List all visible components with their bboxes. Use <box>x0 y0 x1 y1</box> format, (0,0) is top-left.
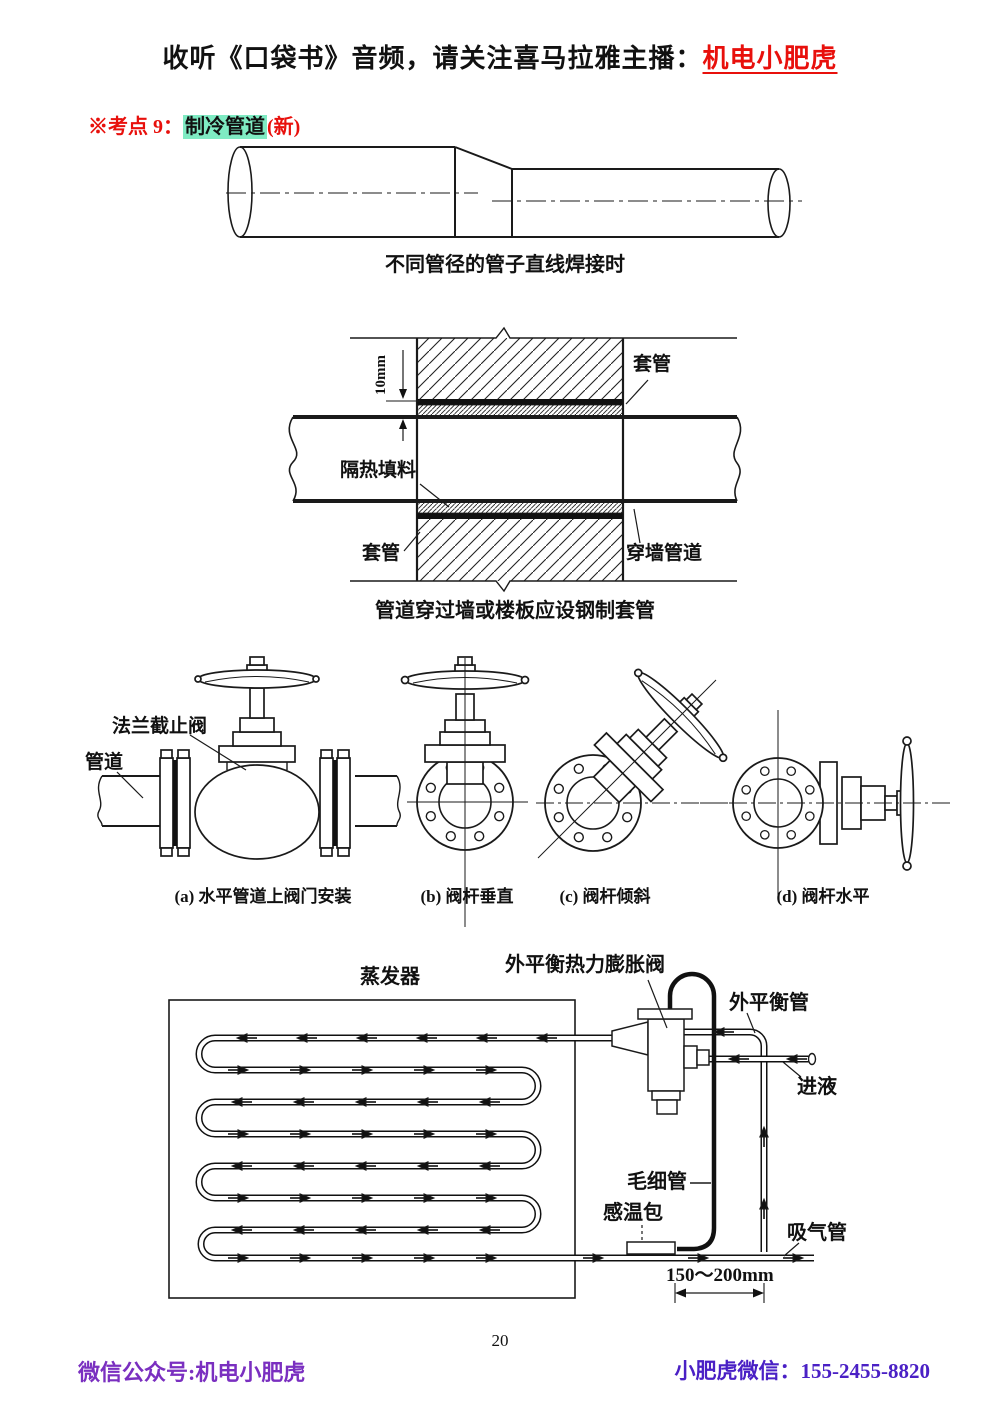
suction-pipe-label: 吸气管 <box>787 1222 847 1244</box>
expansion-valve <box>611 1008 710 1115</box>
capillary-tube <box>667 971 717 1252</box>
serpentine-coil <box>195 1034 814 1262</box>
pipe-label: 管道 <box>85 752 124 773</box>
valve-d-caption: (d) 阀杆水平 <box>776 887 870 906</box>
valve-a-horizontal <box>97 656 401 860</box>
dimension-150-200 <box>674 1283 765 1303</box>
section-topic-highlight: 制冷管道 <box>183 115 267 139</box>
valve-b-vertical <box>400 656 530 927</box>
page-header: 收听《口袋书》音频，请关注喜马拉雅主播：机电小肥虎 <box>0 38 1000 75</box>
figure2-pipe <box>288 415 742 503</box>
valve-c-caption: (c) 阀杆倾斜 <box>559 887 651 906</box>
valve-c-inclined <box>536 668 748 859</box>
expansion-valve-label: 外平衡热力膨胀阀 <box>505 954 665 976</box>
dimension-150-200-label: 150～200mm <box>666 1265 774 1286</box>
sensor-bulb <box>626 1241 676 1255</box>
footer-wechat-number-label: 小肥虎微信： <box>674 1359 801 1383</box>
section-heading: ※考点 9：制冷管道(新) <box>88 110 300 139</box>
footer-phone-number: 155-2455-8820 <box>800 1359 931 1383</box>
page-number: 20 <box>491 1331 509 1350</box>
valve-b-caption: (b) 阀杆垂直 <box>420 887 514 906</box>
capillary-label: 毛细管 <box>627 1171 687 1193</box>
footer-wechat-account: 微信公众号:机电小肥虎 <box>78 1360 306 1385</box>
figure4-leaders <box>641 979 802 1257</box>
footer-wechat-number: 小肥虎微信：155-2455-8820 <box>600 1355 931 1385</box>
valve-a-caption: (a) 水平管道上阀门安装 <box>174 887 352 906</box>
figure1-drawing <box>226 146 802 238</box>
figure4-drawing <box>168 971 817 1303</box>
section-new-tag: (新) <box>267 116 301 138</box>
liquid-in-label: 进液 <box>797 1076 837 1098</box>
figure2-dimension-10mm <box>386 350 420 441</box>
header-text: 收听《口袋书》音频，请关注喜马拉雅主播： <box>162 44 703 73</box>
figure2-drawing <box>288 326 742 593</box>
figure2-caption: 管道穿过墙或楼板应设钢制套管 <box>375 600 655 622</box>
sensor-bulb-label: 感温包 <box>603 1202 663 1224</box>
insulation-label: 隔热填料 <box>340 460 417 481</box>
equalizer-pipe-label: 外平衡管 <box>729 992 809 1014</box>
channel-link[interactable]: 机电小肥虎 <box>702 44 838 73</box>
equalizer-pipe <box>684 1028 768 1252</box>
sleeve-top-label: 套管 <box>633 354 672 375</box>
valve-d-horizontal-stem <box>700 710 952 895</box>
through-wall-pipe-label: 穿墙管道 <box>626 543 703 564</box>
figure2-leaders <box>403 379 649 552</box>
dimension-10mm-label: 10mm <box>373 355 389 395</box>
figure2-wall <box>350 326 737 593</box>
flange-stop-valve-label: 法兰截止阀 <box>112 716 208 737</box>
evaporator-label: 蒸发器 <box>360 966 420 988</box>
figure3-drawing <box>97 656 952 927</box>
sleeve-bottom-label: 套管 <box>362 543 401 564</box>
evaporator-box <box>168 999 576 1299</box>
figure1-caption: 不同管径的管子直线焊接时 <box>385 254 625 276</box>
section-marker: ※考点 9： <box>88 116 183 138</box>
